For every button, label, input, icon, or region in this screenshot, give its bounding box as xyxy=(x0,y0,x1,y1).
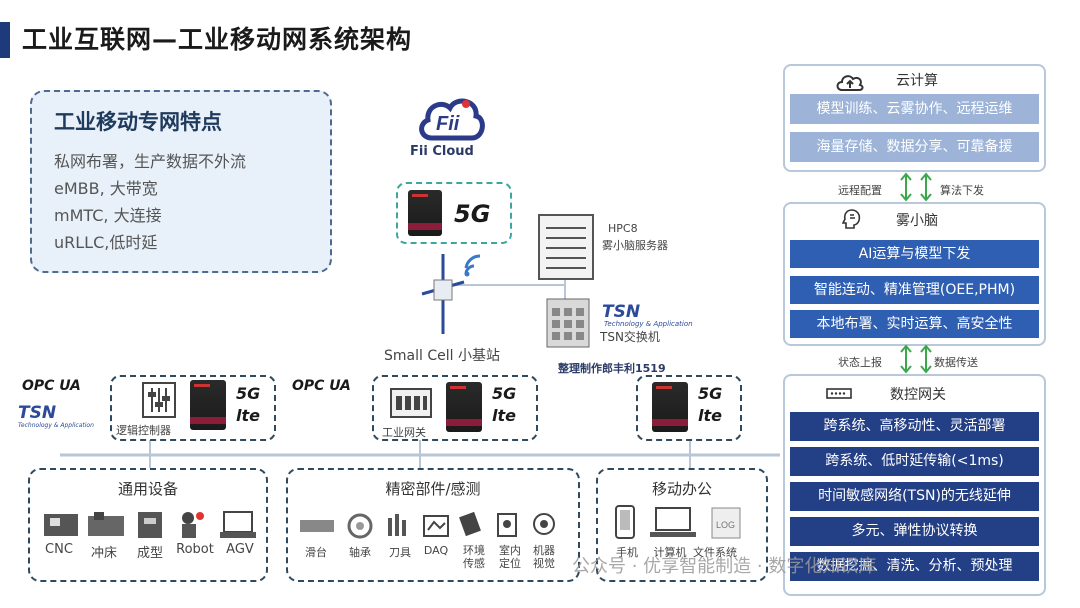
features-heading: 工业移动专网特点 xyxy=(54,110,222,134)
gateway-title: 数控网关 xyxy=(890,387,946,403)
lte-badge: lte xyxy=(698,406,722,425)
title-accent-bar xyxy=(0,22,10,58)
lte-badge: lte xyxy=(236,406,260,425)
arrow-label: 算法下发 xyxy=(940,184,984,197)
item-label: DAQ xyxy=(423,544,449,557)
opc-ua-logo-left: OPC UA xyxy=(22,378,81,394)
item-label: 滑台 xyxy=(305,546,327,559)
gateway-feature-bar: 数据挖掘、清洗、分析、预处理 xyxy=(790,552,1039,581)
fog-feature-bar: 智能连动、精准管理(OEE,PHM) xyxy=(790,276,1039,304)
router-icon xyxy=(826,388,852,399)
cloud-title: 云计算 xyxy=(896,73,938,89)
hpc-name: HPC8 xyxy=(608,222,638,235)
gateway-label: 工业网关 xyxy=(382,426,426,439)
gateway-device-icon xyxy=(408,190,442,236)
cloud-upload-icon xyxy=(836,75,864,91)
mobile-office-icons: LOG xyxy=(615,505,741,539)
plc-label: 逻辑控制器 xyxy=(116,424,171,437)
item-label: Robot xyxy=(176,542,214,557)
opc-ua-logo-mid: OPC UA xyxy=(292,378,351,394)
cloud-feature-bar: 模型训练、云雾协作、远程运维 xyxy=(790,94,1039,124)
category-title: 精密部件/感测 xyxy=(385,480,481,498)
5g-badge: 5G xyxy=(236,384,261,403)
svg-text:Fii: Fii xyxy=(436,113,460,135)
industrial-gateway-box xyxy=(372,375,538,441)
item-label: 机器 视觉 xyxy=(533,544,555,570)
bidirectional-arrows-icon xyxy=(900,344,932,374)
item-label: 手机 xyxy=(616,546,638,559)
industrial-gateway-icon xyxy=(390,388,432,418)
arrow-label: 远程配置 xyxy=(838,184,882,197)
brain-head-icon xyxy=(842,209,861,229)
feature-line: mMTC, 大连接 xyxy=(54,206,162,225)
svg-text:LOG: LOG xyxy=(716,520,735,530)
gateway-feature-bar: 跨系统、高移动性、灵活部署 xyxy=(790,412,1039,441)
antenna-tower-icon xyxy=(421,254,465,334)
item-label: 成型 xyxy=(136,546,163,561)
credit-text: 整理制作郎丰利1519 xyxy=(558,362,666,375)
arrow-label: 数据传送 xyxy=(934,356,978,369)
5g-badge: 5G xyxy=(454,200,491,228)
item-label: CNC xyxy=(45,542,73,557)
cloud-feature-bar: 海量存储、数据分享、可靠备援 xyxy=(790,132,1039,162)
tsn-logo-sub-left: Technology & Application xyxy=(18,422,94,429)
server-icon xyxy=(538,214,594,280)
gateway-device-icon xyxy=(652,382,688,432)
item-label: 环境 传感 xyxy=(463,544,485,570)
small-cell-label: Small Cell 小基站 xyxy=(384,348,500,364)
gateway-device-icon xyxy=(190,380,226,430)
arrow-label: 状态上报 xyxy=(838,356,882,369)
item-label: 计算机 xyxy=(653,546,687,559)
plc-module-box xyxy=(110,375,276,441)
gateway-feature-bar: 跨系统、低时延传输(<1ms) xyxy=(790,447,1039,476)
5g-module-top xyxy=(396,182,512,244)
item-label: 室内 定位 xyxy=(499,544,521,570)
plc-controller-icon xyxy=(142,382,176,418)
tsn-switch-label: TSN交换机 xyxy=(600,330,660,344)
gateway-device-icon xyxy=(446,382,482,432)
hpc-desc: 雾小脑服务器 xyxy=(602,239,668,252)
lte-badge: lte xyxy=(492,406,516,425)
5g-badge: 5G xyxy=(492,384,517,403)
item-label: 冲床 xyxy=(90,546,117,561)
gateway-feature-bar: 多元、弹性协议转换 xyxy=(790,517,1039,546)
tsn-logo-top: TSN xyxy=(602,302,641,322)
fii-cloud-logo-icon: Fii xyxy=(419,98,485,141)
general-equipment-icons xyxy=(44,511,256,538)
feature-line: 私网布署，生产数据不外流 xyxy=(54,152,247,171)
tsn-switch-icon xyxy=(546,298,590,348)
tsn-logo-left: TSN xyxy=(18,403,57,423)
item-label: AGV xyxy=(226,542,254,557)
watermark-text: 公众号 · 优享智能制造 · 数字化知识库 xyxy=(572,556,877,577)
fog-feature-bar: 本地布署、实时运算、高安全性 xyxy=(790,310,1039,338)
gateway-feature-bar: 时间敏感网络(TSN)的无线延伸 xyxy=(790,482,1039,511)
fog-feature-bar: AI运算与模型下发 xyxy=(790,240,1039,268)
item-label: 文件系统 xyxy=(693,546,737,559)
mobile-gateway-box xyxy=(636,375,742,441)
bidirectional-arrows-icon xyxy=(900,172,932,202)
page-title: 工业互联网—工业移动网系统架构 xyxy=(22,25,413,54)
features-box: 工业移动专网特点 私网布署，生产数据不外流 eMBB, 大带宽 mMTC, 大连… xyxy=(30,90,332,273)
5g-badge: 5G xyxy=(698,384,723,403)
wifi-signal-icon xyxy=(464,254,481,277)
item-label: 刀具 xyxy=(389,546,411,559)
fog-title: 雾小脑 xyxy=(896,213,938,229)
category-title: 移动办公 xyxy=(651,480,712,498)
feature-line: eMBB, 大带宽 xyxy=(54,179,158,198)
feature-line: uRLLC,低时延 xyxy=(54,233,158,252)
fii-cloud-label: Fii Cloud xyxy=(410,144,474,159)
precision-sensing-icons xyxy=(300,511,555,539)
item-label: 轴承 xyxy=(349,546,371,559)
tsn-logo-sub-top: Technology & Application xyxy=(604,320,693,328)
category-title: 通用设备 xyxy=(117,480,178,498)
